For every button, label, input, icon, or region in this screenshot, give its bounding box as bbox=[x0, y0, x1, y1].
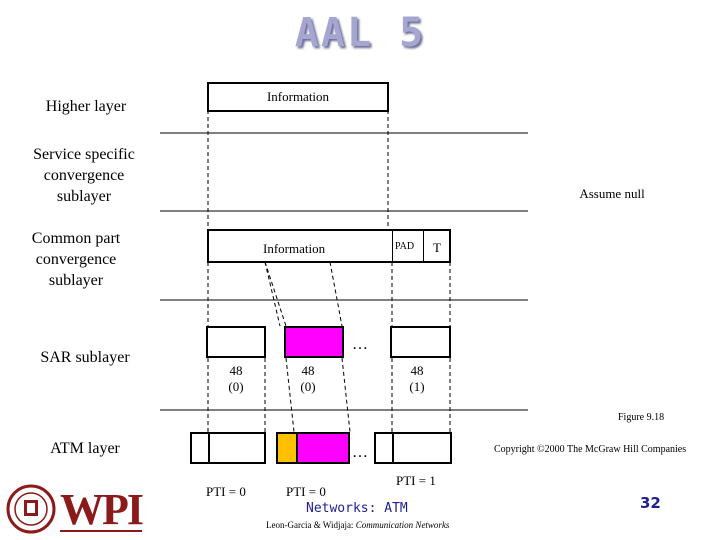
figure-caption: Figure 9.18 bbox=[618, 412, 665, 423]
wpi-seal-icon bbox=[6, 484, 56, 534]
cpcs-pdu: Information PAD T bbox=[207, 229, 451, 263]
sar-cell-1-label: 48 (0) bbox=[228, 363, 244, 394]
label-sar-sublayer: SAR sublayer bbox=[40, 349, 130, 366]
atm-cell-2 bbox=[276, 432, 350, 464]
cpcs-pad-label: PAD bbox=[395, 241, 415, 252]
pti-label-2: PTI = 0 bbox=[286, 484, 326, 499]
cpcs-info-label: Information bbox=[263, 241, 326, 256]
slide-title: AAL 5 bbox=[294, 10, 426, 56]
cpcs-trailer-label: T bbox=[433, 240, 441, 255]
cpcs-trailer-divider bbox=[423, 231, 425, 261]
label-atm-layer: ATM layer bbox=[50, 440, 120, 457]
footer-citation: Leon-Garcia & Widjaja: Communication Net… bbox=[266, 520, 450, 530]
wpi-logo: WPI bbox=[60, 485, 144, 534]
sar-cell-3 bbox=[390, 326, 451, 358]
guide-atm2-left bbox=[285, 357, 295, 433]
atm-cell-3-header bbox=[392, 434, 395, 462]
atm-cell-3 bbox=[374, 432, 452, 464]
atm-cell-2-header bbox=[278, 434, 298, 462]
atm-cell-1 bbox=[190, 432, 266, 464]
label-sscs: Service specific convergence sublayer bbox=[33, 146, 135, 205]
atm-cell-1-header bbox=[208, 434, 211, 462]
copyright-note: Copyright ©2000 The McGraw Hill Companie… bbox=[494, 444, 687, 455]
atm-ellipsis: … bbox=[352, 444, 368, 461]
pti-label-1: PTI = 0 bbox=[206, 484, 246, 499]
sar-cell-2-label: 48 (0) bbox=[300, 363, 316, 394]
assume-null-note: Assume null bbox=[579, 186, 645, 201]
sar-ellipsis: … bbox=[352, 336, 368, 353]
sar-cell-3-label: 48 (1) bbox=[409, 363, 425, 394]
guide-cell2-left bbox=[264, 261, 287, 327]
footer-course: Networks: ATM bbox=[306, 501, 408, 516]
sar-cell-1 bbox=[206, 326, 266, 358]
label-higher-layer: Higher layer bbox=[45, 98, 127, 115]
higher-info-box: Information bbox=[207, 82, 389, 112]
page-number: 32 bbox=[640, 494, 661, 512]
guide-cell1-right bbox=[264, 261, 281, 327]
pti-label-3: PTI = 1 bbox=[396, 473, 436, 488]
guide-cell2-right bbox=[329, 261, 343, 327]
wpi-logo-underline bbox=[60, 530, 142, 532]
sar-cell-2 bbox=[284, 326, 344, 358]
cpcs-pad-divider bbox=[392, 231, 394, 261]
label-cps: Common part convergence sublayer bbox=[31, 230, 121, 289]
guide-atm2-right bbox=[341, 357, 351, 433]
